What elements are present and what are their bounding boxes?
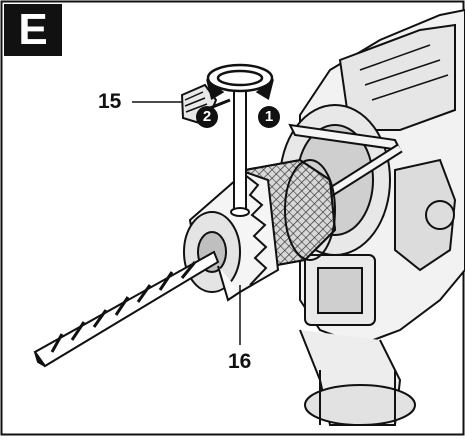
- callout-chuck-label: 16: [228, 350, 252, 373]
- step-1-badge: 1: [258, 106, 280, 128]
- chuck-key: [180, 71, 250, 217]
- panel-letter-box: [4, 4, 62, 56]
- step-2-badge: 2: [196, 106, 218, 128]
- rotation-arrow: [205, 63, 275, 100]
- drill-bit: [33, 250, 220, 368]
- panel-letter: E: [18, 5, 48, 54]
- callout-key-label: 15: [98, 90, 122, 113]
